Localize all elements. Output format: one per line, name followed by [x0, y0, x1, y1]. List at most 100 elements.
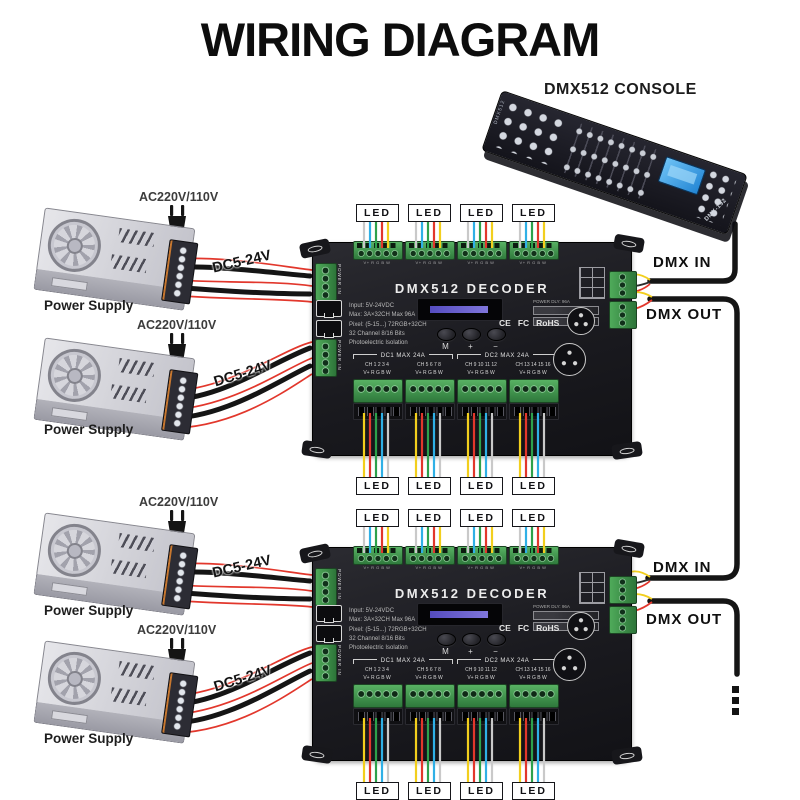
output-terminal-bottom [457, 684, 507, 708]
terminal-pin-label: V+ R G B W [467, 565, 495, 570]
decoder-title: DMX512 DECODER [394, 586, 550, 601]
wiring-hint-box [533, 306, 599, 315]
led-label: LED [460, 204, 503, 222]
rj45-port [316, 625, 342, 643]
power-in-terminal [315, 644, 337, 682]
fc-mark: FC [517, 318, 530, 328]
mounting-ear [612, 233, 646, 254]
channel-group-label: CH 13 14 15 16 V+ R G B W [515, 362, 551, 376]
power-in-terminal [315, 263, 337, 301]
wire-exit-holes [509, 403, 559, 420]
spec-line: Photoelectric Isolation [349, 340, 408, 347]
terminal-pin-label: V+ R G B W [363, 260, 391, 265]
plus-button-label: + [468, 647, 473, 656]
xlr-connector-icon [567, 307, 595, 335]
led-label: LED [512, 477, 555, 495]
ac-input-label: AC220V/110V [139, 495, 219, 509]
decoder-specs: 32 Channel 8/16 Bits Photoelectric Isola… [349, 330, 408, 349]
output-terminal-bottom [405, 379, 455, 403]
dmx-in-label: DMX IN [653, 559, 712, 576]
output-terminal-top [457, 241, 507, 260]
vent-slots [117, 661, 156, 680]
spec-line: 32 Channel 8/16 Bits [349, 331, 405, 337]
minus-button [487, 633, 506, 646]
dmx-out-label: DMX OUT [646, 306, 723, 323]
mounting-ear [612, 538, 646, 559]
led-label: LED [460, 477, 503, 495]
wire-exit-holes [405, 708, 455, 725]
spec-line: Pixel: (5-15...) 72RGB+32CH [349, 626, 427, 633]
ac-input-label: AC220V/110V [137, 318, 217, 332]
led-label: LED [512, 509, 555, 527]
power-in-terminal [315, 568, 337, 606]
menu-button-label: M [442, 647, 449, 656]
zone-dc1-label: DC1 MAX 24A [353, 656, 453, 666]
zone-dc2-label: DC2 MAX 24A [457, 656, 557, 666]
led-label: LED [408, 204, 451, 222]
wire-exit-holes [353, 403, 403, 420]
output-terminal-bottom [353, 379, 403, 403]
decoder-power-note: POWER DLY: 96A [533, 299, 599, 326]
channel-group-label: CH 5 6 7 8 V+ R G B W [415, 362, 443, 376]
wiring-hint-box [533, 317, 599, 326]
terminal-pin-label: V+ R G B W [363, 565, 391, 570]
certification-marks: CE FC RoHS [499, 623, 559, 633]
dmx-pinout-boxes [579, 572, 605, 604]
wire-exit-holes [509, 708, 559, 725]
menu-button [437, 328, 456, 341]
led-label: LED [356, 509, 399, 527]
dmx-in-terminal [609, 271, 637, 299]
terminal-pin-label: V+ R G B W [519, 260, 547, 265]
dmx-out-terminal [609, 606, 637, 634]
terminal-pin-label: V+ R G B W [415, 565, 443, 570]
dmx-in-terminal [609, 576, 637, 604]
decoder-specs: Input: 5V-24VDC Max: 3A×32CH Max 96A Pix… [349, 302, 427, 330]
console-lcd-screen [657, 156, 707, 196]
wire-exit-holes [405, 403, 455, 420]
decoder-specs: Input: 5V-24VDC Max: 3A×32CH Max 96A Pix… [349, 607, 427, 635]
power-in-label: POWER IN [337, 340, 342, 371]
power-supply-label: Power Supply [44, 422, 134, 437]
spec-line: Input: 5V-24VDC [349, 608, 395, 614]
output-terminal-bottom [509, 379, 559, 403]
output-terminal-bottom [405, 684, 455, 708]
output-terminal-bottom [457, 379, 507, 403]
dmx-in-label: DMX IN [653, 254, 712, 271]
fan-icon [44, 520, 105, 581]
led-label: LED [460, 782, 503, 800]
menu-button [437, 633, 456, 646]
ce-mark: CE [499, 318, 511, 328]
led-label: LED [512, 782, 555, 800]
channel-group-label: CH 5 6 7 8 V+ R G B W [415, 667, 443, 681]
output-terminal-bottom [353, 684, 403, 708]
xlr-connector-icon [567, 612, 595, 640]
mounting-ear [298, 543, 332, 564]
wiring-hint-box [533, 611, 599, 620]
vent-slots [117, 228, 156, 247]
channel-group-label: CH 9 10 11 12 V+ R G B W [465, 667, 497, 681]
mounting-ear [611, 745, 643, 766]
vent-slots [110, 559, 148, 579]
power-supply-label: Power Supply [44, 731, 134, 746]
minus-button [487, 328, 506, 341]
led-label: LED [408, 509, 451, 527]
minus-button-label: − [493, 342, 498, 351]
power-in-terminal [315, 339, 337, 377]
power-supply-label: Power Supply [44, 298, 134, 313]
output-terminal-bottom [509, 684, 559, 708]
decoder-title: DMX512 DECODER [394, 281, 550, 296]
ac-input-label: AC220V/110V [139, 190, 219, 204]
rj45-port [316, 320, 342, 338]
vent-slots [110, 687, 148, 707]
plus-button [462, 328, 481, 341]
decoder-power-note: POWER DLY: 96A [533, 604, 599, 631]
xlr-connector-icon [553, 648, 586, 681]
oled-display [417, 603, 503, 626]
dmx512-decoder: V+ R G B W V+ R G B W V+ R G B W V+ R G … [298, 538, 646, 766]
led-label: LED [512, 204, 555, 222]
channel-group-label: CH 1 2 3 4 V+ R G B W [363, 362, 391, 376]
channel-group-label: CH 9 10 11 12 V+ R G B W [465, 362, 497, 376]
vent-slots [110, 254, 148, 274]
led-label: LED [408, 782, 451, 800]
